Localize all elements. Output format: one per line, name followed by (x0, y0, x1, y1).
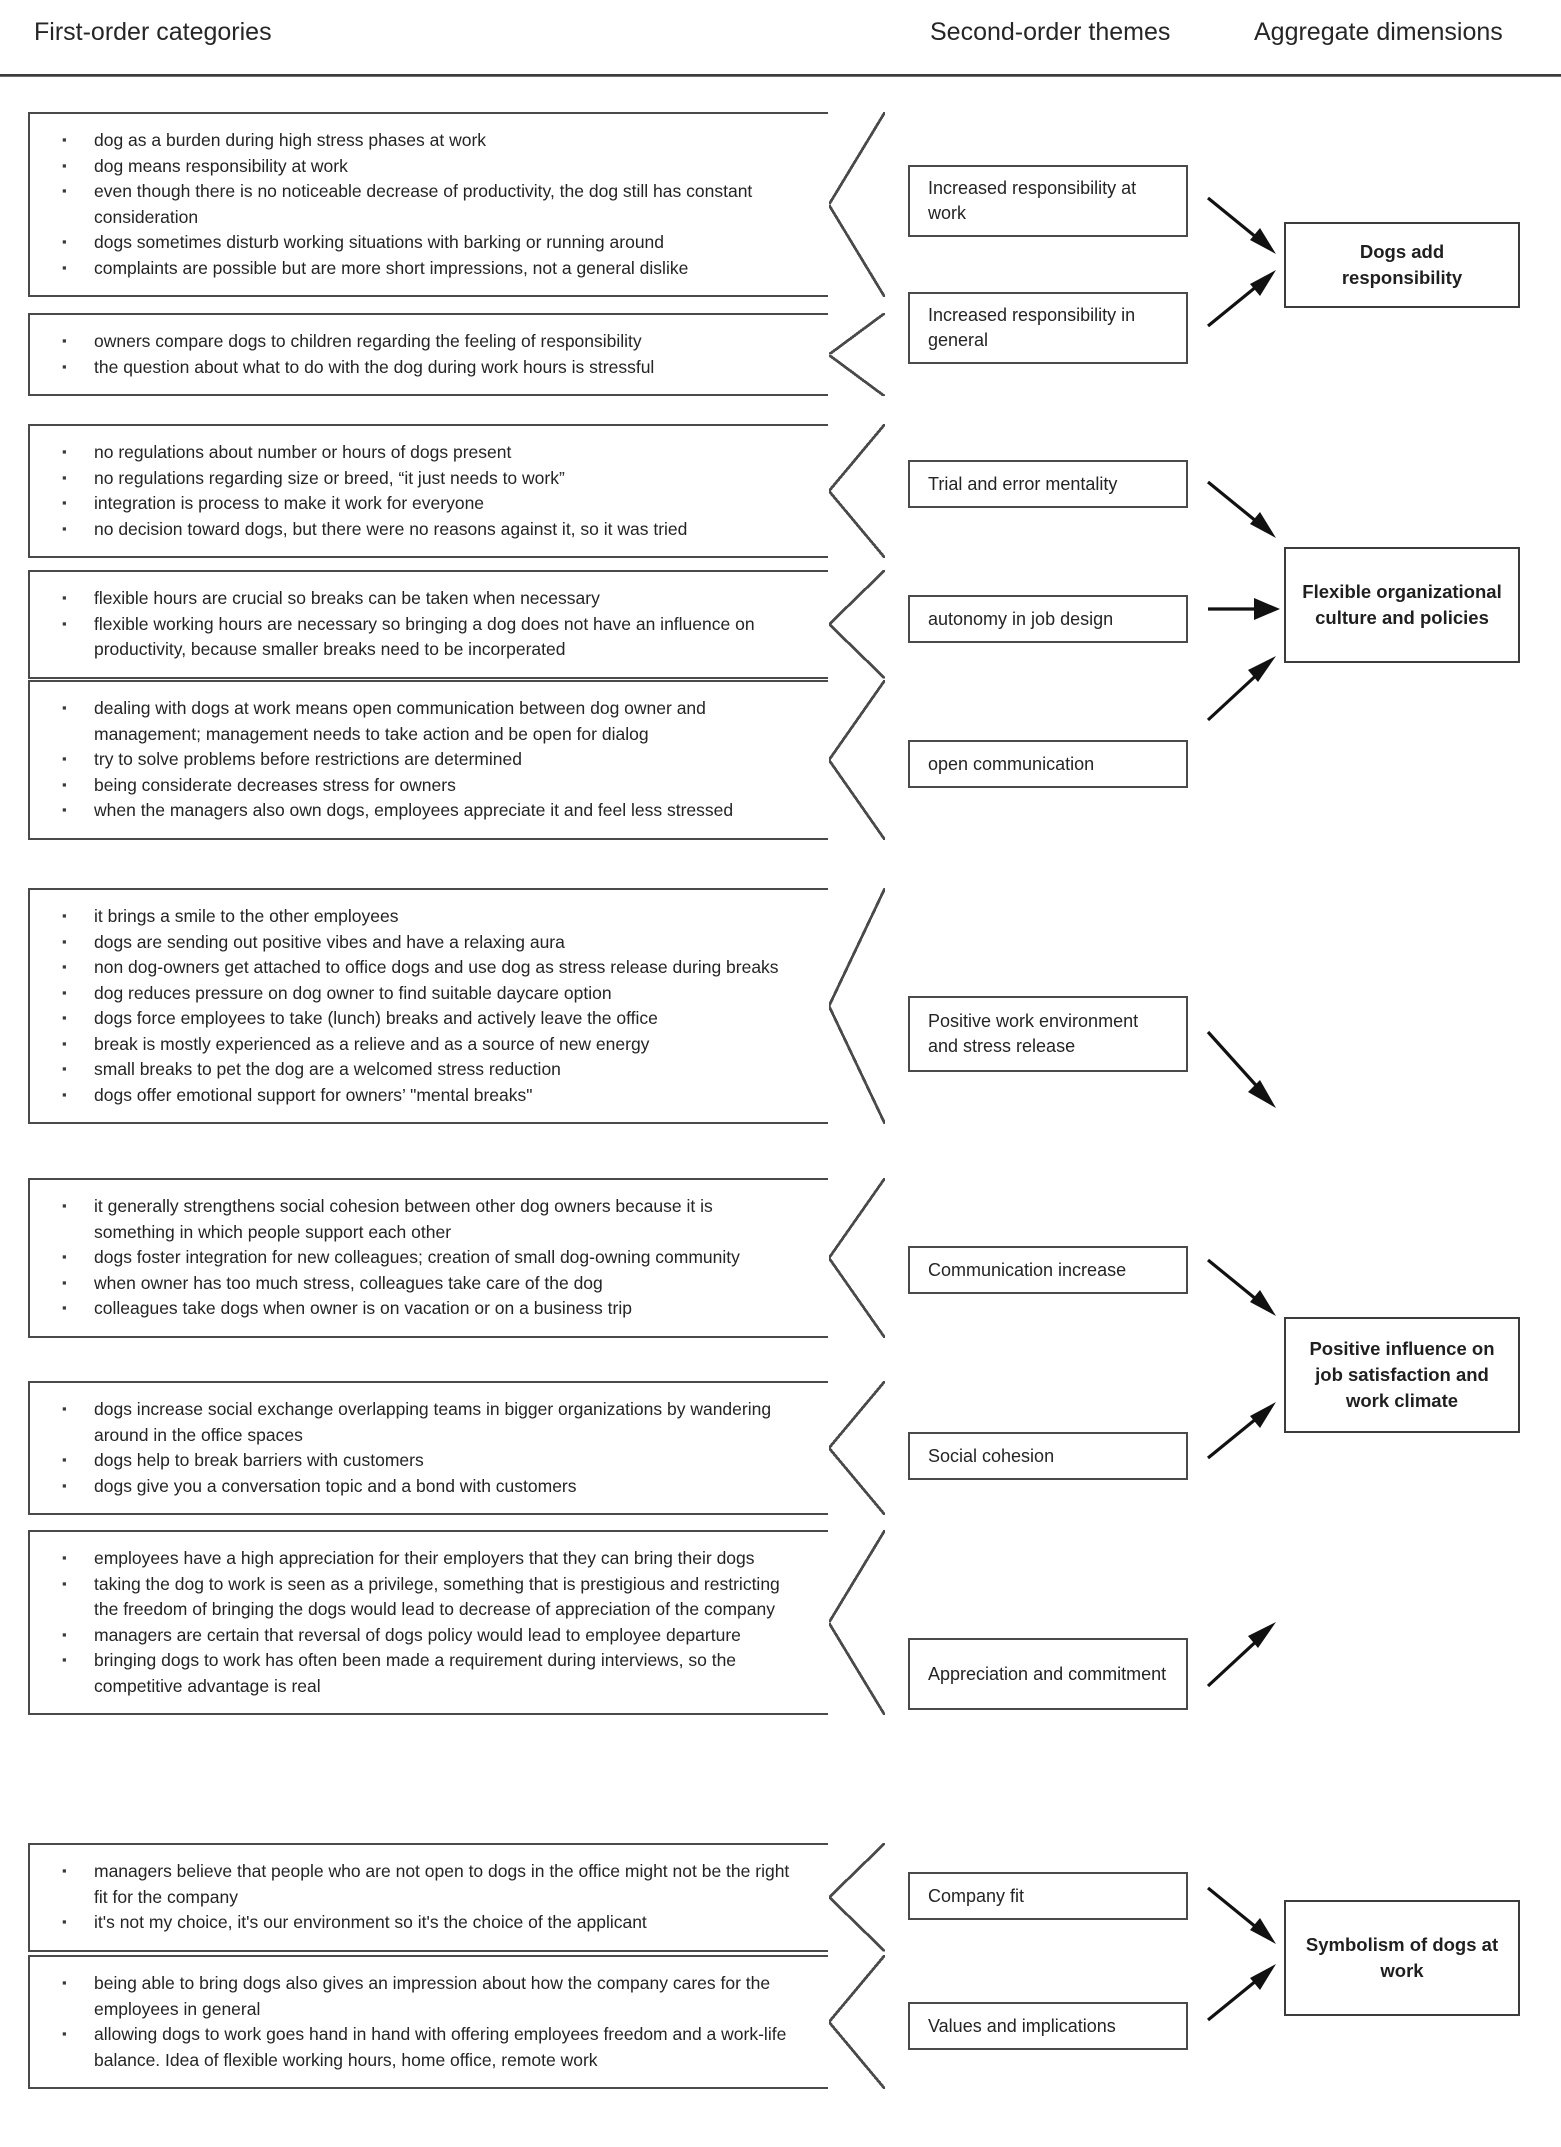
second-order-box-trial-and-error-mentality: Trial and error mentality (908, 460, 1188, 508)
second-order-label: Appreciation and commitment (928, 1663, 1167, 1684)
list-item: dogs sometimes disturb working situation… (58, 229, 798, 256)
list-item: when the managers also own dogs, employe… (58, 797, 798, 824)
aggregate-box-symbolism-of-dogs-at-work: Symbolism of dogs at work (1284, 1900, 1520, 2016)
list-item: taking the dog to work is seen as a priv… (58, 1571, 798, 1623)
arrow-to-dogs-add-responsibility-bottom (1206, 270, 1276, 328)
arrow-to-positive-influence-from-communication-increase (1206, 1258, 1276, 1316)
list-item: colleagues take dogs when owner is on va… (58, 1295, 798, 1322)
list-item: managers believe that people who are not… (58, 1858, 798, 1910)
arrow-to-dogs-add-responsibility-top (1206, 196, 1276, 254)
aggregate-box-flexible-organizational-culture-and-policies: Flexible organizational culture and poli… (1284, 547, 1520, 663)
arrow-to-positive-influence-from-social-cohesion (1206, 1402, 1276, 1460)
second-order-box-increased-responsibility-at-work: Increased responsibility at work (908, 165, 1188, 237)
list-item: no regulations regarding size or breed, … (58, 465, 798, 492)
column-header-aggregate: Aggregate dimensions (1254, 18, 1503, 46)
arrow-to-positive-influence-from-appreciation (1206, 1622, 1276, 1688)
second-order-box-appreciation-and-commitment: Appreciation and commitment (908, 1638, 1188, 1710)
second-order-box-company-fit: Company fit (908, 1872, 1188, 1920)
first-order-box-11: being able to bring dogs also gives an i… (28, 1955, 828, 2089)
list-item: allowing dogs to work goes hand in hand … (58, 2021, 798, 2073)
first-order-box-6: it brings a smile to the other employees… (28, 888, 828, 1124)
list-item: it's not my choice, it's our environment… (58, 1909, 798, 1936)
arrow-to-symbolism-from-values (1206, 1964, 1276, 2022)
first-order-box-5: dealing with dogs at work means open com… (28, 680, 828, 840)
list-item: non dog-owners get attached to office do… (58, 954, 798, 981)
first-order-box-2: owners compare dogs to children regardin… (28, 313, 828, 396)
second-order-box-social-cohesion: Social cohesion (908, 1432, 1188, 1480)
aggregate-label: Symbolism of dogs at work (1305, 1934, 1499, 1981)
aggregate-label: Dogs add responsibility (1341, 241, 1463, 288)
list-item: dogs foster integration for new colleagu… (58, 1244, 798, 1271)
list-item: dog as a burden during high stress phase… (58, 127, 798, 154)
arrow-to-flexible-culture-bottom (1206, 656, 1276, 722)
second-order-label: Values and implications (928, 2015, 1116, 2036)
list-item: small breaks to pet the dog are a welcom… (58, 1056, 798, 1083)
second-order-box-autonomy-in-job-design: autonomy in job design (908, 595, 1188, 643)
list-item: dogs help to break barriers with custome… (58, 1447, 798, 1474)
list-item: dogs give you a conversation topic and a… (58, 1473, 798, 1500)
list-item: no regulations about number or hours of … (58, 439, 798, 466)
list-item: being considerate decreases stress for o… (58, 772, 798, 799)
second-order-label: Positive work environment and stress rel… (928, 1011, 1139, 1056)
list-item: it generally strengthens social cohesion… (58, 1193, 798, 1245)
second-order-label: autonomy in job design (928, 608, 1114, 629)
list-item: the question about what to do with the d… (58, 354, 798, 381)
list-item: dogs force employees to take (lunch) bre… (58, 1005, 798, 1032)
second-order-label: Increased responsibility at work (928, 178, 1137, 223)
list-item: managers are certain that reversal of do… (58, 1622, 798, 1649)
list-item: owners compare dogs to children regardin… (58, 328, 798, 355)
first-order-box-9: employees have a high appreciation for t… (28, 1530, 828, 1715)
list-item: dogs are sending out positive vibes and … (58, 929, 798, 956)
list-item: break is mostly experienced as a relieve… (58, 1031, 798, 1058)
list-item: flexible working hours are necessary so … (58, 611, 798, 663)
list-item: dogs offer emotional support for owners’… (58, 1082, 798, 1109)
list-item: even though there is no noticeable decre… (58, 178, 798, 230)
second-order-box-communication-increase: Communication increase (908, 1246, 1188, 1294)
arrow-to-positive-influence-from-work-environment (1206, 1030, 1276, 1108)
list-item: no decision toward dogs, but there were … (58, 516, 798, 543)
column-header-first-order: First-order categories (34, 18, 272, 46)
first-order-box-10: managers believe that people who are not… (28, 1843, 828, 1952)
list-item: dog reduces pressure on dog owner to fin… (58, 980, 798, 1007)
first-order-box-4: flexible hours are crucial so breaks can… (28, 570, 828, 679)
list-item: integration is process to make it work f… (58, 490, 798, 517)
second-order-label: Trial and error mentality (928, 473, 1118, 494)
aggregate-label: Positive influence on job satisfaction a… (1309, 1338, 1495, 1411)
list-item: complaints are possible but are more sho… (58, 255, 798, 282)
aggregate-label: Flexible organizational culture and poli… (1302, 581, 1502, 628)
second-order-box-open-communication: open communication (908, 740, 1188, 788)
list-item: try to solve problems before restriction… (58, 746, 798, 773)
arrow-to-flexible-culture-top (1206, 480, 1276, 538)
list-item: flexible hours are crucial so breaks can… (58, 585, 798, 612)
list-item: dog means responsibility at work (58, 153, 798, 180)
first-order-box-3: no regulations about number or hours of … (28, 424, 828, 558)
second-order-label: Communication increase (928, 1259, 1127, 1280)
first-order-box-7: it generally strengthens social cohesion… (28, 1178, 828, 1338)
second-order-label: Social cohesion (928, 1445, 1055, 1466)
list-item: being able to bring dogs also gives an i… (58, 1970, 798, 2022)
second-order-box-positive-work-environment-and-stress-release: Positive work environment and stress rel… (908, 996, 1188, 1072)
arrow-to-symbolism-from-company-fit (1206, 1886, 1276, 1944)
list-item: when owner has too much stress, colleagu… (58, 1270, 798, 1297)
aggregate-box-dogs-add-responsibility: Dogs add responsibility (1284, 222, 1520, 308)
second-order-box-increased-responsibility-in-general: Increased responsibility in general (908, 292, 1188, 364)
list-item: dealing with dogs at work means open com… (58, 695, 798, 747)
list-item: employees have a high appreciation for t… (58, 1545, 798, 1572)
first-order-box-1: dog as a burden during high stress phase… (28, 112, 828, 297)
second-order-box-values-and-implications: Values and implications (908, 2002, 1188, 2050)
list-item: dogs increase social exchange overlappin… (58, 1396, 798, 1448)
list-item: it brings a smile to the other employees (58, 903, 798, 930)
first-order-box-8: dogs increase social exchange overlappin… (28, 1381, 828, 1515)
header-divider-rule (0, 74, 1561, 77)
aggregate-box-positive-influence-on-job-satisfaction-and-work-climate: Positive influence on job satisfaction a… (1284, 1317, 1520, 1433)
list-item: bringing dogs to work has often been mad… (58, 1647, 798, 1699)
second-order-label: open communication (928, 753, 1095, 774)
arrow-to-flexible-culture-middle (1208, 598, 1280, 620)
column-header-second-order: Second-order themes (930, 18, 1171, 46)
second-order-label: Increased responsibility in general (928, 305, 1136, 350)
second-order-label: Company fit (928, 1885, 1025, 1906)
